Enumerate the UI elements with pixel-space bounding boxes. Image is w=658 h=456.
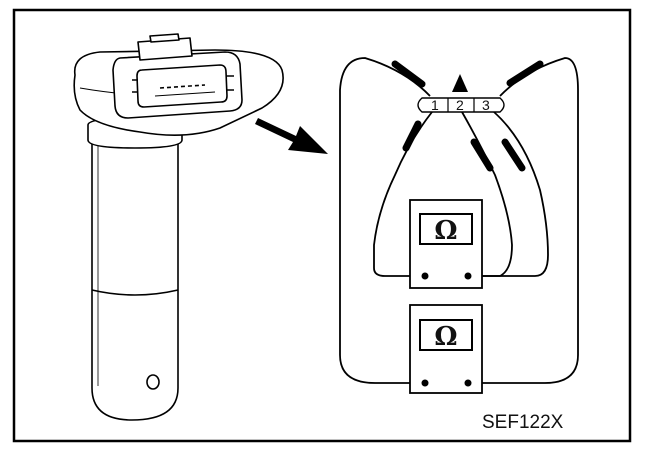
pin2-arrow [452,74,468,92]
pin-2-label: 2 [456,97,464,113]
pointer-arrow [255,118,328,154]
sensor-shaft [91,131,179,421]
ohm-symbol-lower: Ω [434,322,457,352]
figure-code: SEF122X [482,412,564,433]
figure-frame [12,8,632,443]
sensor-hole [146,374,160,390]
wire-pin2 [461,111,513,277]
connector-pins: 1 2 3 [417,97,505,113]
ohmmeter-lower: Ω [409,304,483,394]
wire-pin1-outer [339,57,431,384]
pin-1-label: 1 [431,97,439,113]
pin-3-label: 3 [482,97,490,113]
sensor [73,33,284,421]
ohm-symbol-upper: Ω [434,216,457,246]
probe-segments [391,60,544,172]
wire-pin3-inner [470,111,549,277]
ohmmeter-upper: Ω [409,199,483,289]
